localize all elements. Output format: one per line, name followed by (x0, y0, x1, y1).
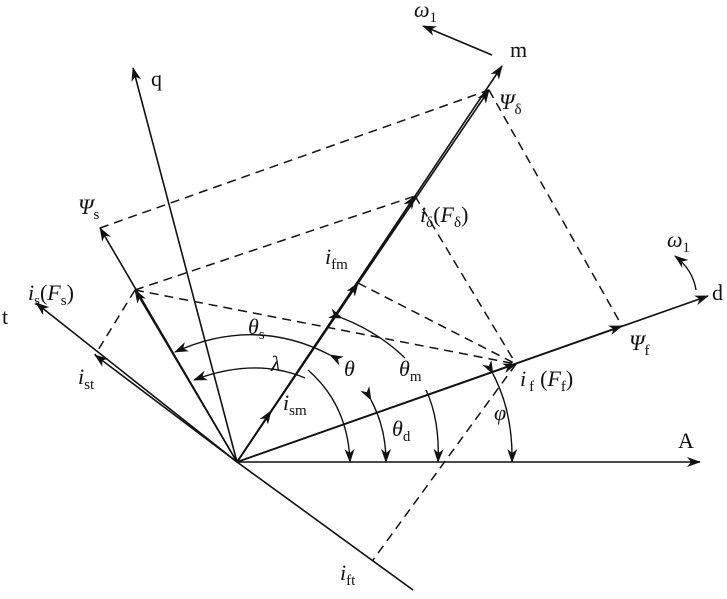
theta-d-label: θd (392, 416, 411, 445)
phi-label: φ (494, 400, 506, 425)
axis-q-label: q (151, 66, 162, 91)
axis-t-label: t (2, 304, 8, 329)
i-s-label: is(Fs) (28, 280, 74, 309)
theta-arc (307, 369, 355, 463)
theta-d-arc (360, 386, 391, 463)
omega-top-label: ω1 (414, 0, 437, 26)
omega-right-label: ω1 (667, 227, 690, 256)
dash-ifm-if (357, 282, 517, 365)
axis-a-label: A (678, 428, 694, 453)
t-axis-extension (236, 461, 414, 591)
theta-m-arc-end (425, 389, 444, 463)
i-delta-label: iδ(Fδ) (420, 202, 468, 231)
dash-is-ist (94, 289, 136, 356)
lambda-arc (193, 367, 306, 381)
q-axis (131, 67, 238, 463)
theta-s-label: θs (248, 314, 265, 343)
axis-d-label: d (712, 280, 723, 305)
i-sm-label: ism (283, 390, 307, 419)
omega-right-arrow (674, 255, 697, 291)
phi-arc (482, 360, 518, 463)
psi-s-label: Ψs (78, 194, 99, 223)
dash-is-if (134, 289, 517, 365)
psi-delta-label: Ψδ (499, 89, 522, 118)
lambda-label: λ (270, 351, 281, 376)
theta-s-arc (174, 334, 344, 366)
i-ft-label: ift (340, 560, 356, 589)
i-s-vector (134, 289, 238, 463)
theta-m-label: θm (399, 356, 422, 385)
i-st-arrow (94, 354, 238, 463)
dash-psi-s-psi-delta (99, 89, 490, 229)
axis-m-label: m (510, 37, 527, 62)
theta-label: θ (344, 356, 355, 381)
t-axis (35, 302, 238, 463)
psi-f-label: Ψf (629, 330, 649, 359)
dash-is-idelta (134, 195, 416, 291)
dash-idelta-if (414, 195, 517, 365)
theta-m-arc (328, 308, 406, 359)
i-fm-label: ifm (325, 244, 348, 273)
dash-psi-delta-psi-f (488, 89, 623, 327)
i-sm-arrow (236, 410, 272, 463)
omega-top-arrow (422, 25, 493, 56)
i-st-label: ist (78, 364, 95, 393)
dash-if-ift (372, 363, 517, 561)
